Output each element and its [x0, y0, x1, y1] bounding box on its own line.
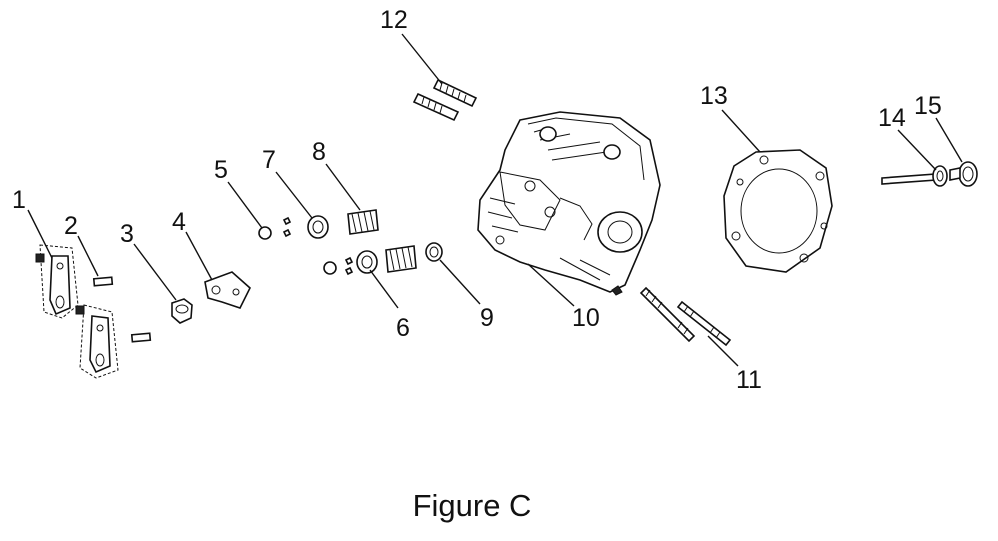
callout-14: 14: [878, 104, 906, 132]
callout-5: 5: [214, 156, 228, 184]
leader-13: [721, 109, 761, 153]
leader-2: [77, 235, 99, 277]
part-lower-spring: [385, 245, 417, 273]
callout-13: 13: [700, 82, 728, 110]
callout-12: 12: [380, 6, 408, 34]
callout-9: 9: [480, 304, 494, 332]
callout-6: 6: [396, 314, 410, 342]
leader-12: [401, 33, 443, 85]
part-10-cylinder-head: [477, 111, 661, 296]
leader-7: [275, 171, 313, 219]
part-7-retainer: [282, 215, 329, 239]
leader-11: [707, 335, 739, 367]
leader-4: [185, 231, 213, 281]
callout-7: 7: [262, 146, 276, 174]
callout-1: 1: [12, 186, 26, 214]
callout-3: 3: [120, 220, 134, 248]
callout-8: 8: [312, 138, 326, 166]
leader-6: [369, 269, 399, 309]
leader-1: [27, 209, 53, 259]
callout-labels: 1 2 3 4 5 6 7 8 9 10 11 12 13 14 15: [12, 6, 942, 394]
callout-2: 2: [64, 212, 78, 240]
callout-15: 15: [914, 92, 942, 120]
figure-caption: Figure C: [413, 488, 532, 523]
part-6-retainer: [323, 250, 378, 276]
callout-11: 11: [736, 366, 762, 394]
part-4-plate: [204, 271, 251, 309]
leader-9: [439, 259, 481, 305]
leader-lines: [27, 33, 963, 367]
part-2-bolts: [92, 276, 152, 343]
callout-10: 10: [572, 304, 600, 332]
part-5-cap: [258, 226, 272, 240]
part-9-seal: [425, 242, 443, 262]
part-15-valve: [949, 161, 978, 187]
part-3-nut: [171, 298, 193, 324]
leader-15: [935, 117, 963, 163]
part-1-bracket-assembly: [35, 244, 119, 379]
leader-3: [133, 243, 177, 301]
leader-10: [527, 263, 575, 307]
part-12-studs: [412, 78, 478, 122]
part-8-spring: [347, 209, 379, 235]
part-11-studs: [639, 286, 732, 347]
leader-14: [897, 129, 937, 171]
leader-8: [325, 163, 361, 211]
callout-4: 4: [172, 208, 186, 236]
leader-5: [227, 181, 263, 229]
part-14-valve: [881, 165, 948, 187]
part-13-gasket: [723, 149, 833, 273]
